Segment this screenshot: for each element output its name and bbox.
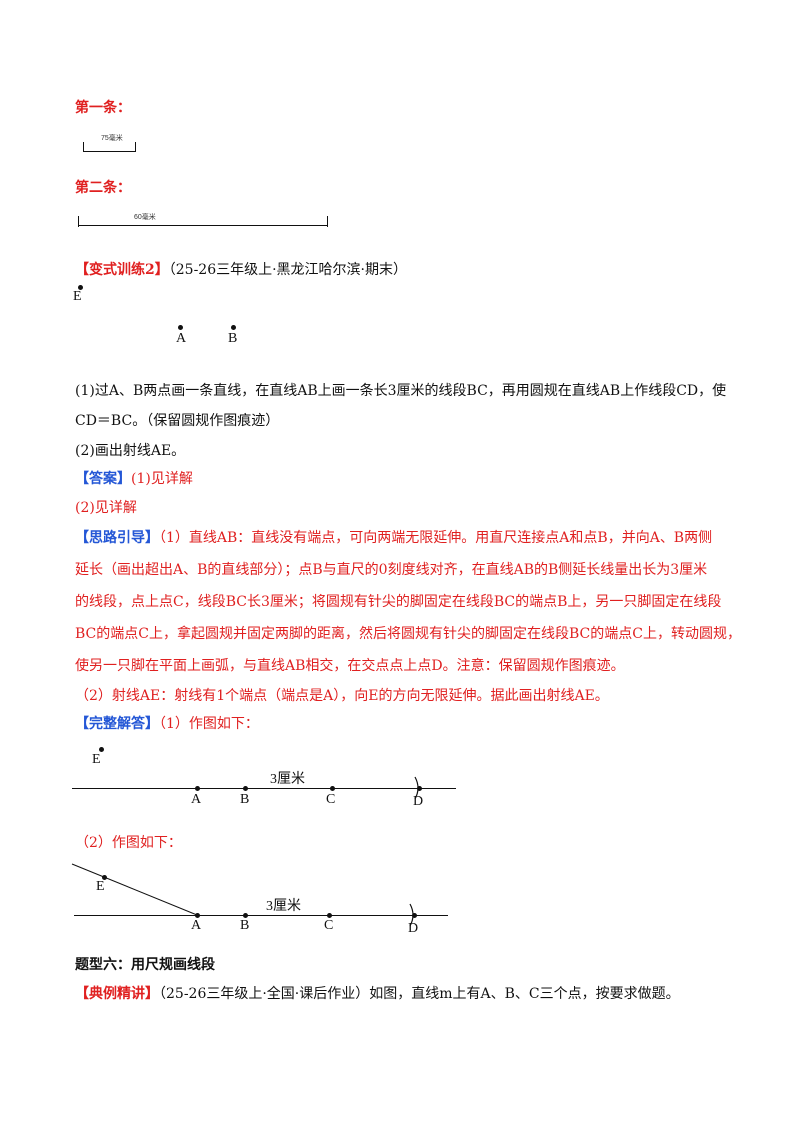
example-tag: 【典例精讲】	[75, 986, 159, 1002]
fig1-point-a	[195, 786, 200, 791]
fig1-label-c: C	[326, 792, 336, 807]
guide-line1: 【思路引导】（1）直线AB：直线没有端点，可向两端无限延伸。用直尺连接点A和点B…	[75, 528, 712, 548]
guide-p1-line1: （1）直线AB：直线没有端点，可向两端无限延伸。用直尺连接点A和点B，并向A、B…	[159, 530, 713, 546]
fig1-compass-arc	[414, 776, 419, 800]
question2: (2)画出射线AE。	[75, 443, 186, 459]
fig2-point-d	[412, 913, 417, 918]
guide-p1-line5: 使另一只脚在平面上画弧，与直线AB相交，在交点点上点D。注意：保留圆规作图痕迹。	[75, 658, 625, 674]
line1-segment	[83, 151, 136, 152]
fig2-label-d: D	[408, 921, 419, 936]
point-a	[178, 325, 183, 330]
line1-left-tick	[83, 142, 84, 152]
fig1-point-d	[417, 786, 422, 791]
full-s1: （1）作图如下：	[159, 716, 259, 732]
line2-label: 第二条：	[75, 180, 131, 196]
fig1-line-ab	[72, 788, 456, 789]
fig2-point-c	[327, 913, 332, 918]
practice2-source: （25-26三年级上·黑龙江哈尔滨·期末）	[168, 262, 408, 278]
fig1-label-e: E	[92, 752, 101, 767]
guide-p1-line4: BC的端点C上，拿起圆规并固定两脚的距离，然后将圆规有针尖的脚固定在线段BC的端…	[75, 626, 741, 642]
question1-line2: CD＝BC。（保留圆规作图痕迹）	[75, 413, 280, 429]
example-text: （25-26三年级上·全国·课后作业）如图，直线m上有A、B、C三个点，按要求做…	[159, 986, 680, 1002]
fig1-label-b: B	[240, 792, 250, 807]
full-line1: 【完整解答】（1）作图如下：	[75, 714, 259, 734]
line1-label: 第一条：	[75, 100, 131, 116]
fig2-point-e	[102, 875, 107, 880]
answer-1: (1)见详解	[131, 471, 193, 487]
line2-measure: 60毫米	[134, 214, 156, 221]
line1-measure: 75毫米	[101, 135, 123, 142]
point-b-label: B	[228, 331, 238, 346]
practice2-heading: 【变式训练2】（25-26三年级上·黑龙江哈尔滨·期末）	[75, 260, 407, 280]
fig2-label-c: C	[324, 918, 334, 933]
point-e	[78, 285, 83, 290]
fig2-label-a: A	[191, 918, 202, 933]
section6-title: 题型六：用尺规画线段	[75, 957, 215, 973]
guide-p2: （2）射线AE：射线有1个端点（端点是A），向E的方向无限延伸。据此画出射线AE…	[75, 688, 609, 704]
point-b	[231, 325, 236, 330]
fig2-point-b	[243, 913, 248, 918]
full-s2: （2）作图如下：	[75, 835, 182, 851]
line2-right-tick	[327, 216, 328, 227]
fig1-point-b	[243, 786, 248, 791]
practice2-tag: 【变式训练2】	[75, 262, 169, 278]
answer-2: (2)见详解	[75, 500, 137, 516]
guide-p1-line3: 的线段，点上点C，线段BC长3厘米；将圆规有针尖的脚固定在线段BC的端点B上，另…	[75, 594, 722, 610]
fig1-point-e	[99, 747, 104, 752]
full-tag: 【完整解答】	[75, 716, 159, 732]
fig2-label-e: E	[96, 879, 105, 894]
answer-tag: 【答案】	[75, 471, 131, 487]
guide-p1-line2: 延长（画出超出A、B的直线部分）；点B与直尺的0刻度线对齐，在直线AB的B侧延长…	[75, 562, 708, 578]
line2-left-tick	[78, 216, 79, 227]
point-a-label: A	[176, 331, 187, 346]
fig2-compass-arc	[409, 903, 414, 927]
fig1-label-d: D	[413, 794, 424, 809]
guide-tag: 【思路引导】	[75, 530, 159, 546]
fig1-length-label: 3厘米	[270, 772, 305, 787]
fig1-label-a: A	[191, 792, 202, 807]
fig2-line-ab	[74, 915, 448, 916]
point-e-label: E	[73, 289, 82, 304]
answer-line1: 【答案】(1)见详解	[75, 469, 193, 489]
fig2-point-a	[195, 913, 200, 918]
question1-line1: (1)过A、B两点画一条直线，在直线AB上画一条长3厘米的线段BC，再用圆规在直…	[75, 383, 727, 399]
fig2-label-b: B	[240, 918, 250, 933]
fig1-point-c	[330, 786, 335, 791]
line1-right-tick	[135, 142, 136, 152]
line2-segment	[78, 225, 328, 226]
example-line: 【典例精讲】（25-26三年级上·全国·课后作业）如图，直线m上有A、B、C三个…	[75, 984, 680, 1004]
fig2-length-label: 3厘米	[266, 899, 301, 914]
